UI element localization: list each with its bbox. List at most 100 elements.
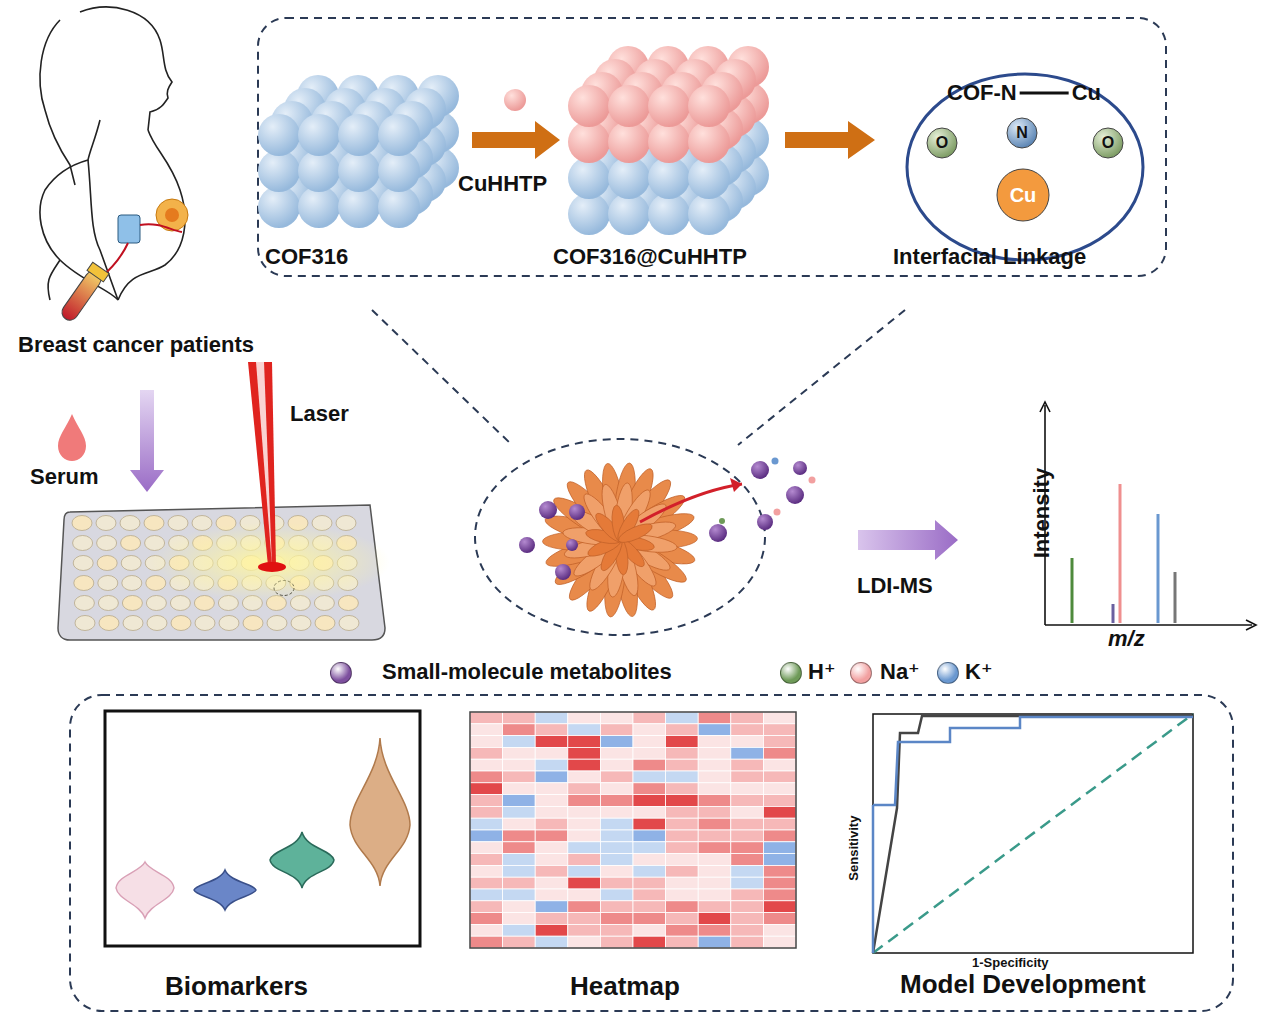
well	[170, 596, 190, 611]
heatmap-cell	[568, 842, 601, 854]
heatmap-cell	[763, 747, 796, 759]
heatmap-cell	[633, 889, 666, 901]
heatmap-cell	[633, 877, 666, 889]
heatmap-cell	[503, 842, 536, 854]
heatmap-cell	[535, 724, 568, 736]
heatmap-cell	[763, 771, 796, 783]
heatmap-cell	[535, 736, 568, 748]
well	[194, 596, 214, 611]
heatmap-cell	[633, 795, 666, 807]
heatmap-cell	[470, 818, 503, 830]
heatmap-cell	[600, 724, 633, 736]
well	[147, 616, 167, 631]
well	[338, 596, 358, 611]
well	[97, 536, 117, 551]
heatmap-cell	[535, 854, 568, 866]
well	[97, 556, 117, 571]
heatmap-cell	[763, 842, 796, 854]
sphere	[688, 193, 730, 235]
heatmap-cell	[698, 936, 731, 948]
atom-circle: O	[926, 127, 958, 159]
sphere	[258, 150, 300, 192]
well	[291, 616, 311, 631]
heatmap-cell	[503, 913, 536, 925]
heatmap-cell	[698, 901, 731, 913]
heatmap-cell	[731, 771, 764, 783]
metabolite	[539, 501, 557, 519]
heatmap-cell	[535, 830, 568, 842]
well	[73, 556, 93, 571]
well	[243, 616, 263, 631]
heatmap-cell	[731, 795, 764, 807]
heatmap-cell	[503, 889, 536, 901]
heatmap-cell	[470, 759, 503, 771]
heatmap-cell	[568, 818, 601, 830]
label: CuHHTP	[458, 172, 547, 196]
legend-text: Na⁺	[880, 660, 920, 684]
heatmap-cell	[666, 724, 699, 736]
heatmap-cell	[633, 924, 666, 936]
heatmap-cell	[763, 759, 796, 771]
well	[99, 616, 119, 631]
label: Biomarkers	[165, 972, 308, 1001]
heatmap-cell	[633, 771, 666, 783]
heatmap-cell	[731, 759, 764, 771]
heatmap-cell	[600, 830, 633, 842]
heatmap-cell	[568, 936, 601, 948]
label: m/z	[1108, 627, 1145, 651]
sphere	[298, 186, 340, 228]
label: Breast cancer patients	[18, 333, 254, 357]
heatmap-cell	[666, 901, 699, 913]
well	[315, 616, 335, 631]
heatmap-cell	[600, 759, 633, 771]
heatmap-cell	[633, 759, 666, 771]
metabolite	[786, 486, 804, 504]
heatmap-cell	[763, 877, 796, 889]
heatmap-cell	[535, 889, 568, 901]
heatmap-cell	[470, 712, 503, 724]
sphere	[648, 193, 690, 235]
heatmap-cell	[503, 783, 536, 795]
heatmap-cell	[470, 736, 503, 748]
legend-text: K⁺	[965, 660, 993, 684]
heatmap-cell	[470, 889, 503, 901]
well	[120, 516, 140, 531]
heatmap-cell	[535, 818, 568, 830]
well	[144, 516, 164, 531]
heatmap-cell	[535, 924, 568, 936]
heatmap-cell	[666, 913, 699, 925]
label: Model Development	[900, 970, 1146, 999]
sphere	[608, 85, 650, 127]
sphere	[258, 114, 300, 156]
heatmap-cell	[600, 854, 633, 866]
sphere	[648, 121, 690, 163]
heatmap-cell	[763, 724, 796, 736]
sphere	[568, 85, 610, 127]
heatmap-cell	[470, 913, 503, 925]
heatmap-cell	[568, 889, 601, 901]
heatmap-cell	[535, 877, 568, 889]
sphere	[258, 186, 300, 228]
well	[168, 516, 188, 531]
heatmap-cell	[600, 865, 633, 877]
heatmap-cell	[568, 901, 601, 913]
sphere	[688, 85, 730, 127]
metabolite	[751, 461, 769, 479]
heatmap-cell	[763, 913, 796, 925]
heatmap-cell	[600, 771, 633, 783]
sphere	[568, 121, 610, 163]
heatmap-cell	[470, 783, 503, 795]
node-text: O	[1102, 135, 1114, 151]
heatmap-cell	[633, 712, 666, 724]
heatmap-cell	[763, 818, 796, 830]
heatmap-cell	[633, 854, 666, 866]
heatmap-cell	[731, 830, 764, 842]
legend-text: H⁺	[808, 660, 836, 684]
legend-swatch	[937, 662, 959, 684]
heatmap-cell	[568, 747, 601, 759]
heatmap-cell	[666, 924, 699, 936]
heatmap-cell	[666, 854, 699, 866]
heatmap-cell	[535, 771, 568, 783]
node-text: O	[936, 135, 948, 151]
heatmap-cell	[763, 736, 796, 748]
